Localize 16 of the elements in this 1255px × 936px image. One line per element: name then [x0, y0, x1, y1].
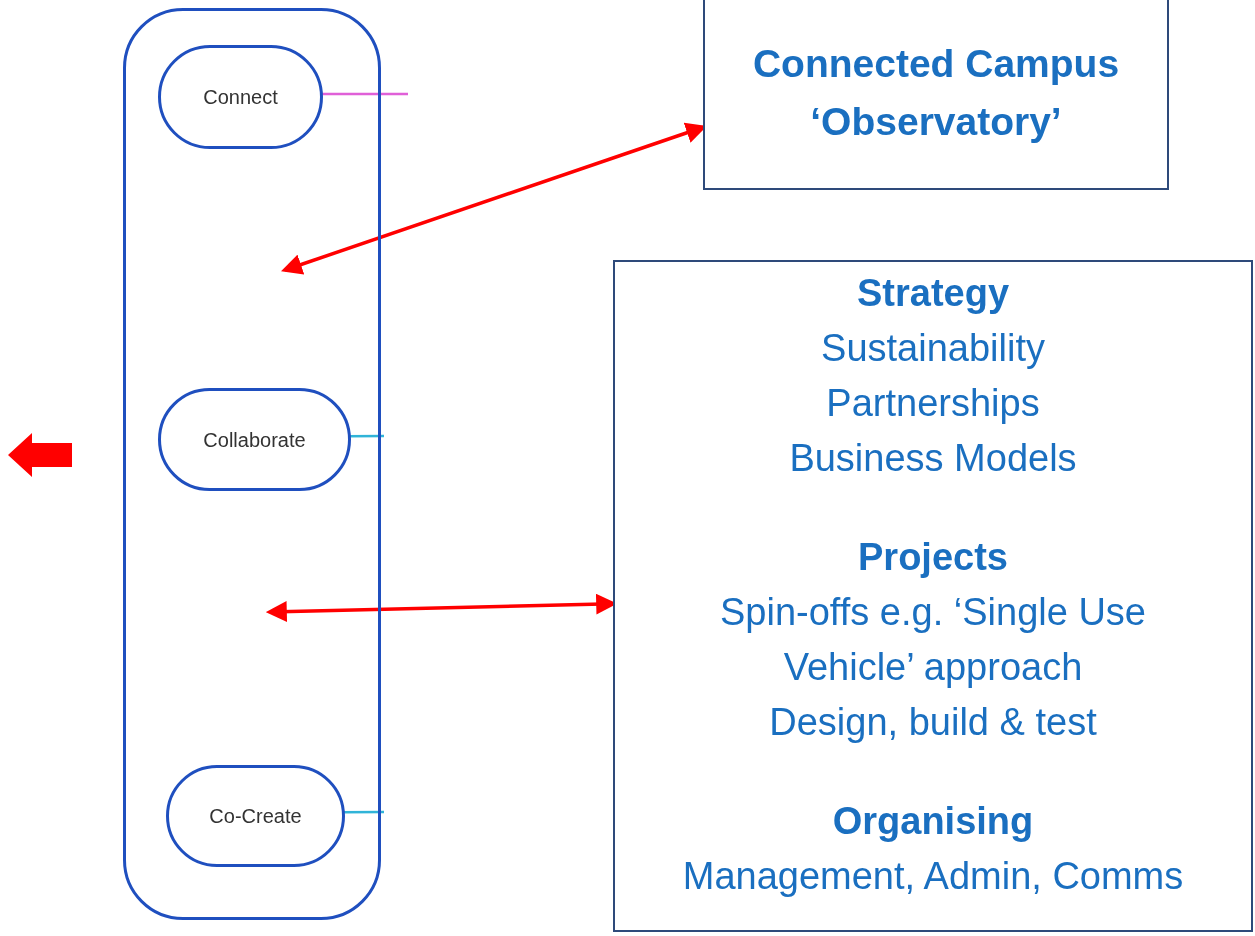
pill-node: Connect [158, 45, 323, 149]
list-item: Management, Admin, Comms [682, 854, 1184, 899]
title-box [703, 0, 1169, 190]
list-item: Design, build & test [769, 700, 1097, 745]
rounded-container [123, 8, 381, 920]
box-title: Connected Campus ‘Observatory’ [751, 41, 1121, 145]
section-heading: Strategy [856, 271, 1010, 316]
list-item: Sustainability [821, 326, 1045, 371]
section-heading: Projects [858, 535, 1008, 580]
section-heading: Organising [832, 799, 1034, 844]
list-item: Spin-offs e.g. ‘Single Use Vehicle’ approach [719, 590, 1147, 690]
pill-node: Co-Create [166, 765, 345, 867]
list-item: Business Models [789, 436, 1077, 481]
text-box [613, 260, 1253, 932]
list-item: Partnerships [826, 381, 1040, 426]
pill-node: Collaborate [158, 388, 351, 491]
